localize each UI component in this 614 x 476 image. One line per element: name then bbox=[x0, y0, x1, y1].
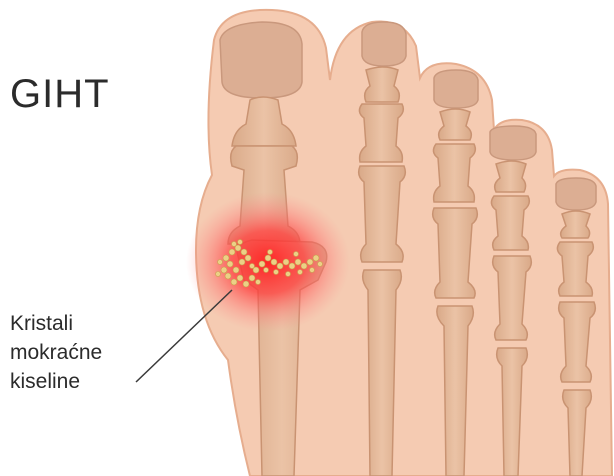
callout-line-2: mokraćne bbox=[10, 338, 102, 367]
toe5-nail bbox=[556, 178, 596, 210]
toe4-nail bbox=[490, 126, 536, 160]
crystals-callout-label: Kristali mokraćne kiseline bbox=[10, 309, 102, 396]
callout-line-3: kiseline bbox=[10, 367, 102, 396]
diagram-title: GIHT bbox=[10, 72, 110, 117]
big-toe-nail bbox=[220, 22, 302, 98]
callout-line-1: Kristali bbox=[10, 309, 102, 338]
toe3-nail bbox=[434, 70, 478, 108]
toe2-nail bbox=[362, 22, 406, 66]
